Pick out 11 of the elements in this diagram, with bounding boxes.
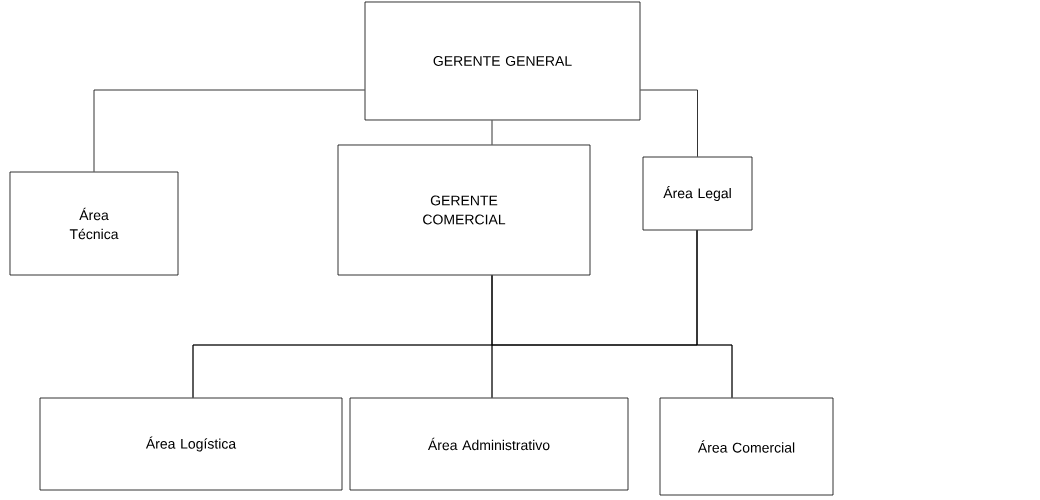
org-box: Área Comercial [659, 397, 834, 496]
org-box: GERENTE GENERAL [364, 1, 641, 121]
org-box: Área Administrativo [349, 397, 629, 491]
connector-line [93, 89, 365, 172]
org-box: GERENTE COMERCIAL [337, 144, 591, 276]
org-box: Área Técnica [9, 171, 179, 276]
org-box: Área Logística [39, 397, 343, 491]
connector-line [696, 230, 733, 398]
org-box: Área Legal [642, 156, 753, 231]
connector-line [491, 120, 493, 145]
connector-line [640, 89, 698, 157]
